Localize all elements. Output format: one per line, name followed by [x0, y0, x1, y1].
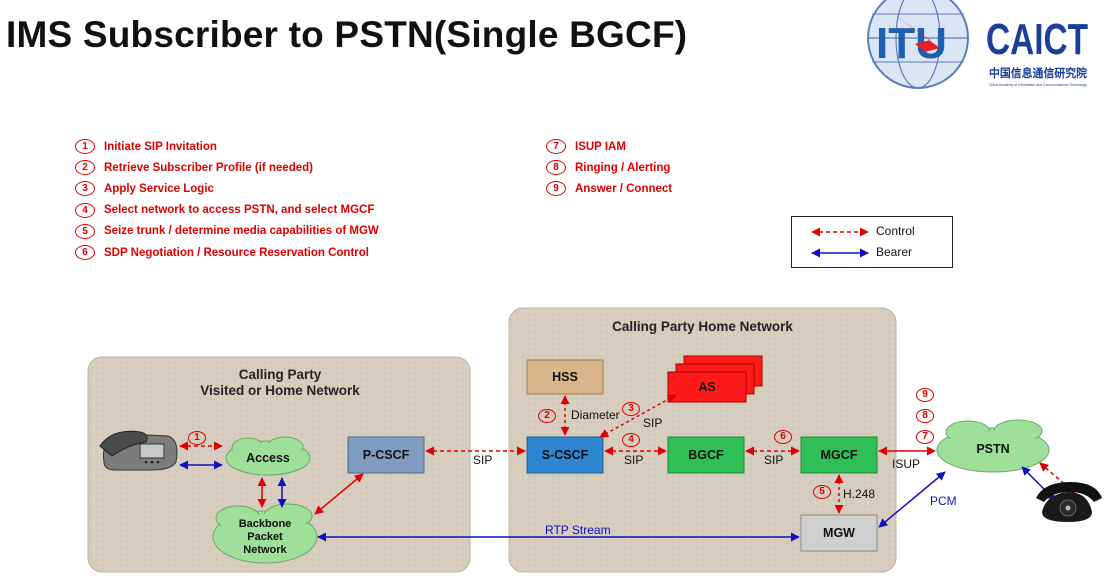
link-label-sip: SIP: [624, 453, 644, 467]
pcscf-box: [347, 436, 425, 474]
step-marker-2: 2: [538, 409, 556, 423]
step-number: 7: [546, 139, 566, 155]
link-label-diameter: Diameter: [571, 408, 620, 422]
bgcf-box: [667, 436, 745, 474]
step-text: Ringing / Alerting: [575, 161, 671, 174]
access-node: Access: [246, 451, 290, 465]
step-text: Apply Service Logic: [104, 182, 214, 195]
step-item: 7 ISUP IAM: [546, 136, 672, 157]
step-marker-3: 3: [622, 402, 640, 416]
pcscf-node: P-CSCF: [362, 448, 410, 462]
link-label-sip-as: SIP: [643, 416, 663, 430]
access-cloud: [225, 436, 311, 476]
hss-node: HSS: [552, 370, 578, 384]
scscf-node: S-CSCF: [541, 448, 589, 462]
step-marker-5: 5: [813, 485, 831, 499]
step-marker-4: 4: [622, 433, 640, 447]
desk-phone-icon: [99, 430, 178, 471]
step-item: 5 Seize trunk / determine media capabilit…: [75, 221, 379, 242]
step-text: ISUP IAM: [575, 140, 626, 153]
step-text: Retrieve Subscriber Profile (if needed): [104, 161, 313, 174]
link-label-h248: H.248: [843, 487, 876, 501]
step-item: 8 Ringing / Alerting: [546, 157, 672, 178]
step-item: 2 Retrieve Subscriber Profile (if needed): [75, 157, 379, 178]
bgcf-node: BGCF: [688, 448, 724, 462]
mgcf-box: [800, 436, 878, 474]
steps-list-right: 7 ISUP IAM 8 Ringing / Alerting 9 Answer / …: [546, 136, 672, 200]
step-number: 5: [75, 223, 95, 239]
page-title: IMS Subscriber to PSTN(Single BGCF): [6, 14, 688, 55]
step-item: 9 Answer / Connect: [546, 178, 672, 199]
step-number: 9: [546, 181, 566, 197]
as-node: AS: [698, 380, 716, 394]
step-marker-1: 1: [188, 431, 206, 445]
step-text: Initiate SIP Invitation: [104, 140, 217, 153]
step-marker-6: 6: [774, 430, 792, 444]
link-label-rtp-stream: RTP Stream: [545, 523, 611, 537]
mgcf-node: MGCF: [820, 448, 858, 462]
mgw-node: MGW: [823, 526, 855, 540]
backbone-cloud: [212, 503, 318, 564]
step-marker-7: 7: [916, 430, 934, 444]
legend-bearer-label: Bearer: [876, 245, 913, 259]
step-item: 4 Select network to access PSTN, and sele…: [75, 200, 379, 221]
step-item: 6 SDP Negotiation / Resource Reservation …: [75, 242, 379, 263]
as-box: [667, 371, 747, 403]
legend-arrows: [811, 227, 869, 258]
step-text: SDP Negotiation / Resource Reservation C…: [104, 246, 369, 259]
step-text: Answer / Connect: [575, 182, 673, 195]
step-text: Select network to access PSTN, and selec…: [104, 204, 375, 217]
legend-control-label: Control: [876, 224, 915, 238]
pstn-node: PSTN: [976, 442, 1010, 456]
backbone-node: Backbone Packet Network: [238, 517, 292, 556]
home-network-title: Calling Party Home Network: [612, 319, 793, 334]
step-item: 3 Apply Service Logic: [75, 178, 379, 199]
step-number: 1: [75, 139, 95, 155]
step-text: Seize trunk / determine media capabiliti…: [104, 225, 379, 238]
arrow-mgw-pstn-bearer: [878, 471, 946, 528]
visited-network-title: Calling Party Visited or Home Network: [200, 367, 360, 398]
step-number: 6: [75, 245, 95, 261]
rotary-phone-icon: [1036, 482, 1102, 522]
step-item: 1 Initiate SIP Invitation: [75, 136, 379, 157]
scscf-box: [526, 436, 604, 474]
link-label-pcm: PCM: [930, 494, 957, 508]
step-number: 4: [75, 202, 95, 218]
step-marker-9: 9: [916, 388, 934, 402]
link-label-sip: SIP: [764, 453, 784, 467]
hss-box: [526, 359, 604, 395]
pstn-cloud: [936, 419, 1050, 473]
link-label-isup: ISUP: [892, 457, 921, 471]
arrow-backbone-pcscf-control: [314, 473, 364, 515]
step-number: 2: [75, 160, 95, 176]
step-marker-8: 8: [916, 409, 934, 423]
legend: Control Bearer: [791, 216, 953, 268]
steps-list-left: 1 Initiate SIP Invitation 2 Retrieve Subsc…: [75, 136, 379, 263]
arrow-scscf-as-control: [599, 394, 677, 438]
mgw-box: [800, 514, 878, 552]
step-number: 8: [546, 160, 566, 176]
step-number: 3: [75, 181, 95, 197]
link-label-sip: SIP: [473, 453, 493, 467]
